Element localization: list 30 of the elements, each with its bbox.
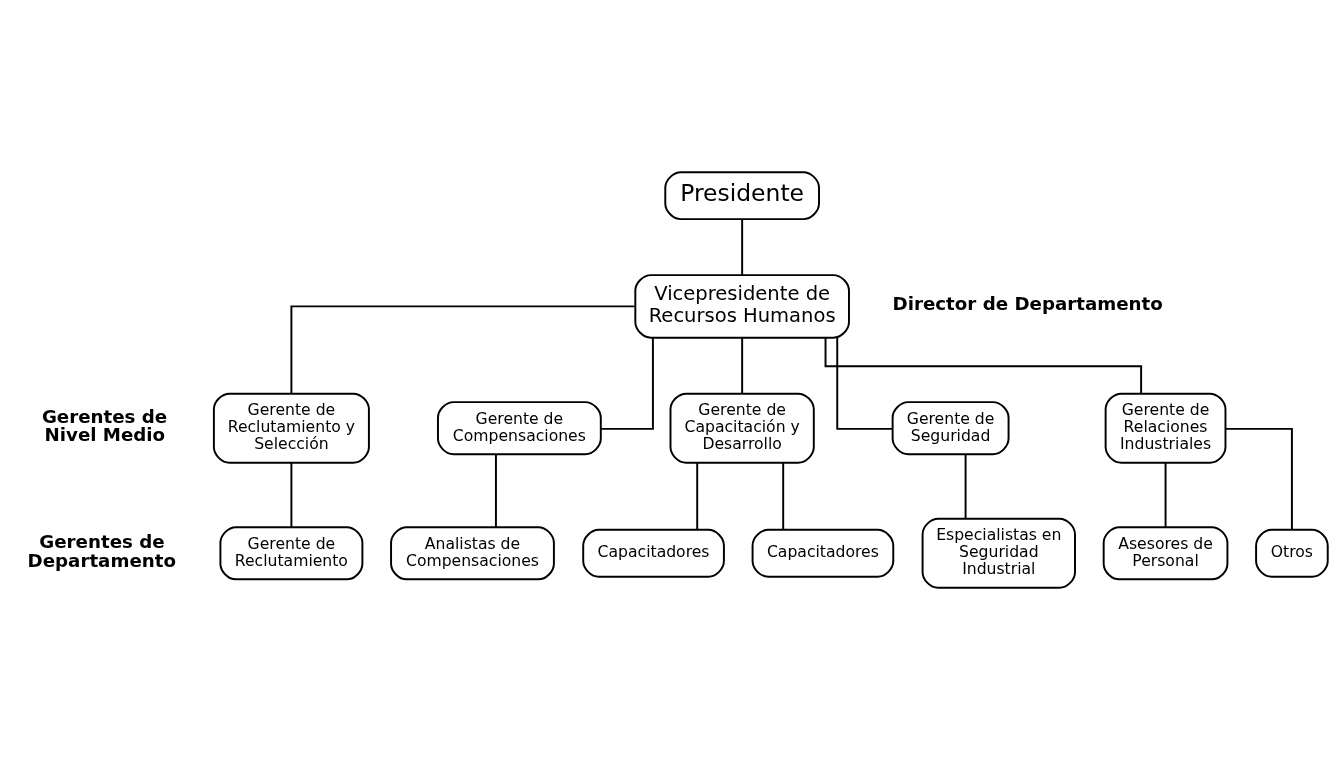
label: Gerentes de Nivel Medio xyxy=(41,405,168,445)
node-box: Asesores de Personal xyxy=(1102,525,1229,580)
node-box: Vicepresidente de Recursos Humanos xyxy=(634,273,850,339)
connector xyxy=(782,461,785,531)
connector xyxy=(824,336,1143,395)
node-box: Capacitadores xyxy=(582,528,725,578)
node-box: Capacitadores xyxy=(751,528,895,578)
node-box: Especialistas en Seguridad Industrial xyxy=(921,517,1076,589)
connector xyxy=(696,461,699,531)
node-box: Gerente de Seguridad xyxy=(891,400,1010,455)
connector xyxy=(741,336,744,394)
connector xyxy=(290,304,636,395)
label: Director de Departamento xyxy=(892,292,1163,314)
connector xyxy=(290,461,293,528)
connector xyxy=(494,453,497,528)
node-box: Gerente de Compensaciones xyxy=(437,400,602,455)
connector xyxy=(741,217,744,276)
node-box: Gerente de Capacitación y Desarrollo xyxy=(669,392,815,464)
connector xyxy=(599,336,654,430)
label: Gerentes de Departamento xyxy=(27,530,176,571)
connector xyxy=(1164,461,1167,528)
connector xyxy=(1224,427,1293,530)
node-box: Gerente de Relaciones Industriales xyxy=(1104,392,1227,464)
node-box: Gerente de Reclutamiento xyxy=(219,525,364,580)
node-box: Gerente de Reclutamiento y Selección xyxy=(212,392,370,464)
node-box: Analistas de Compensaciones xyxy=(390,525,555,580)
node-box: Otros xyxy=(1255,528,1329,578)
node-box: Presidente xyxy=(664,170,820,220)
connector xyxy=(836,336,894,430)
connector xyxy=(964,453,967,520)
